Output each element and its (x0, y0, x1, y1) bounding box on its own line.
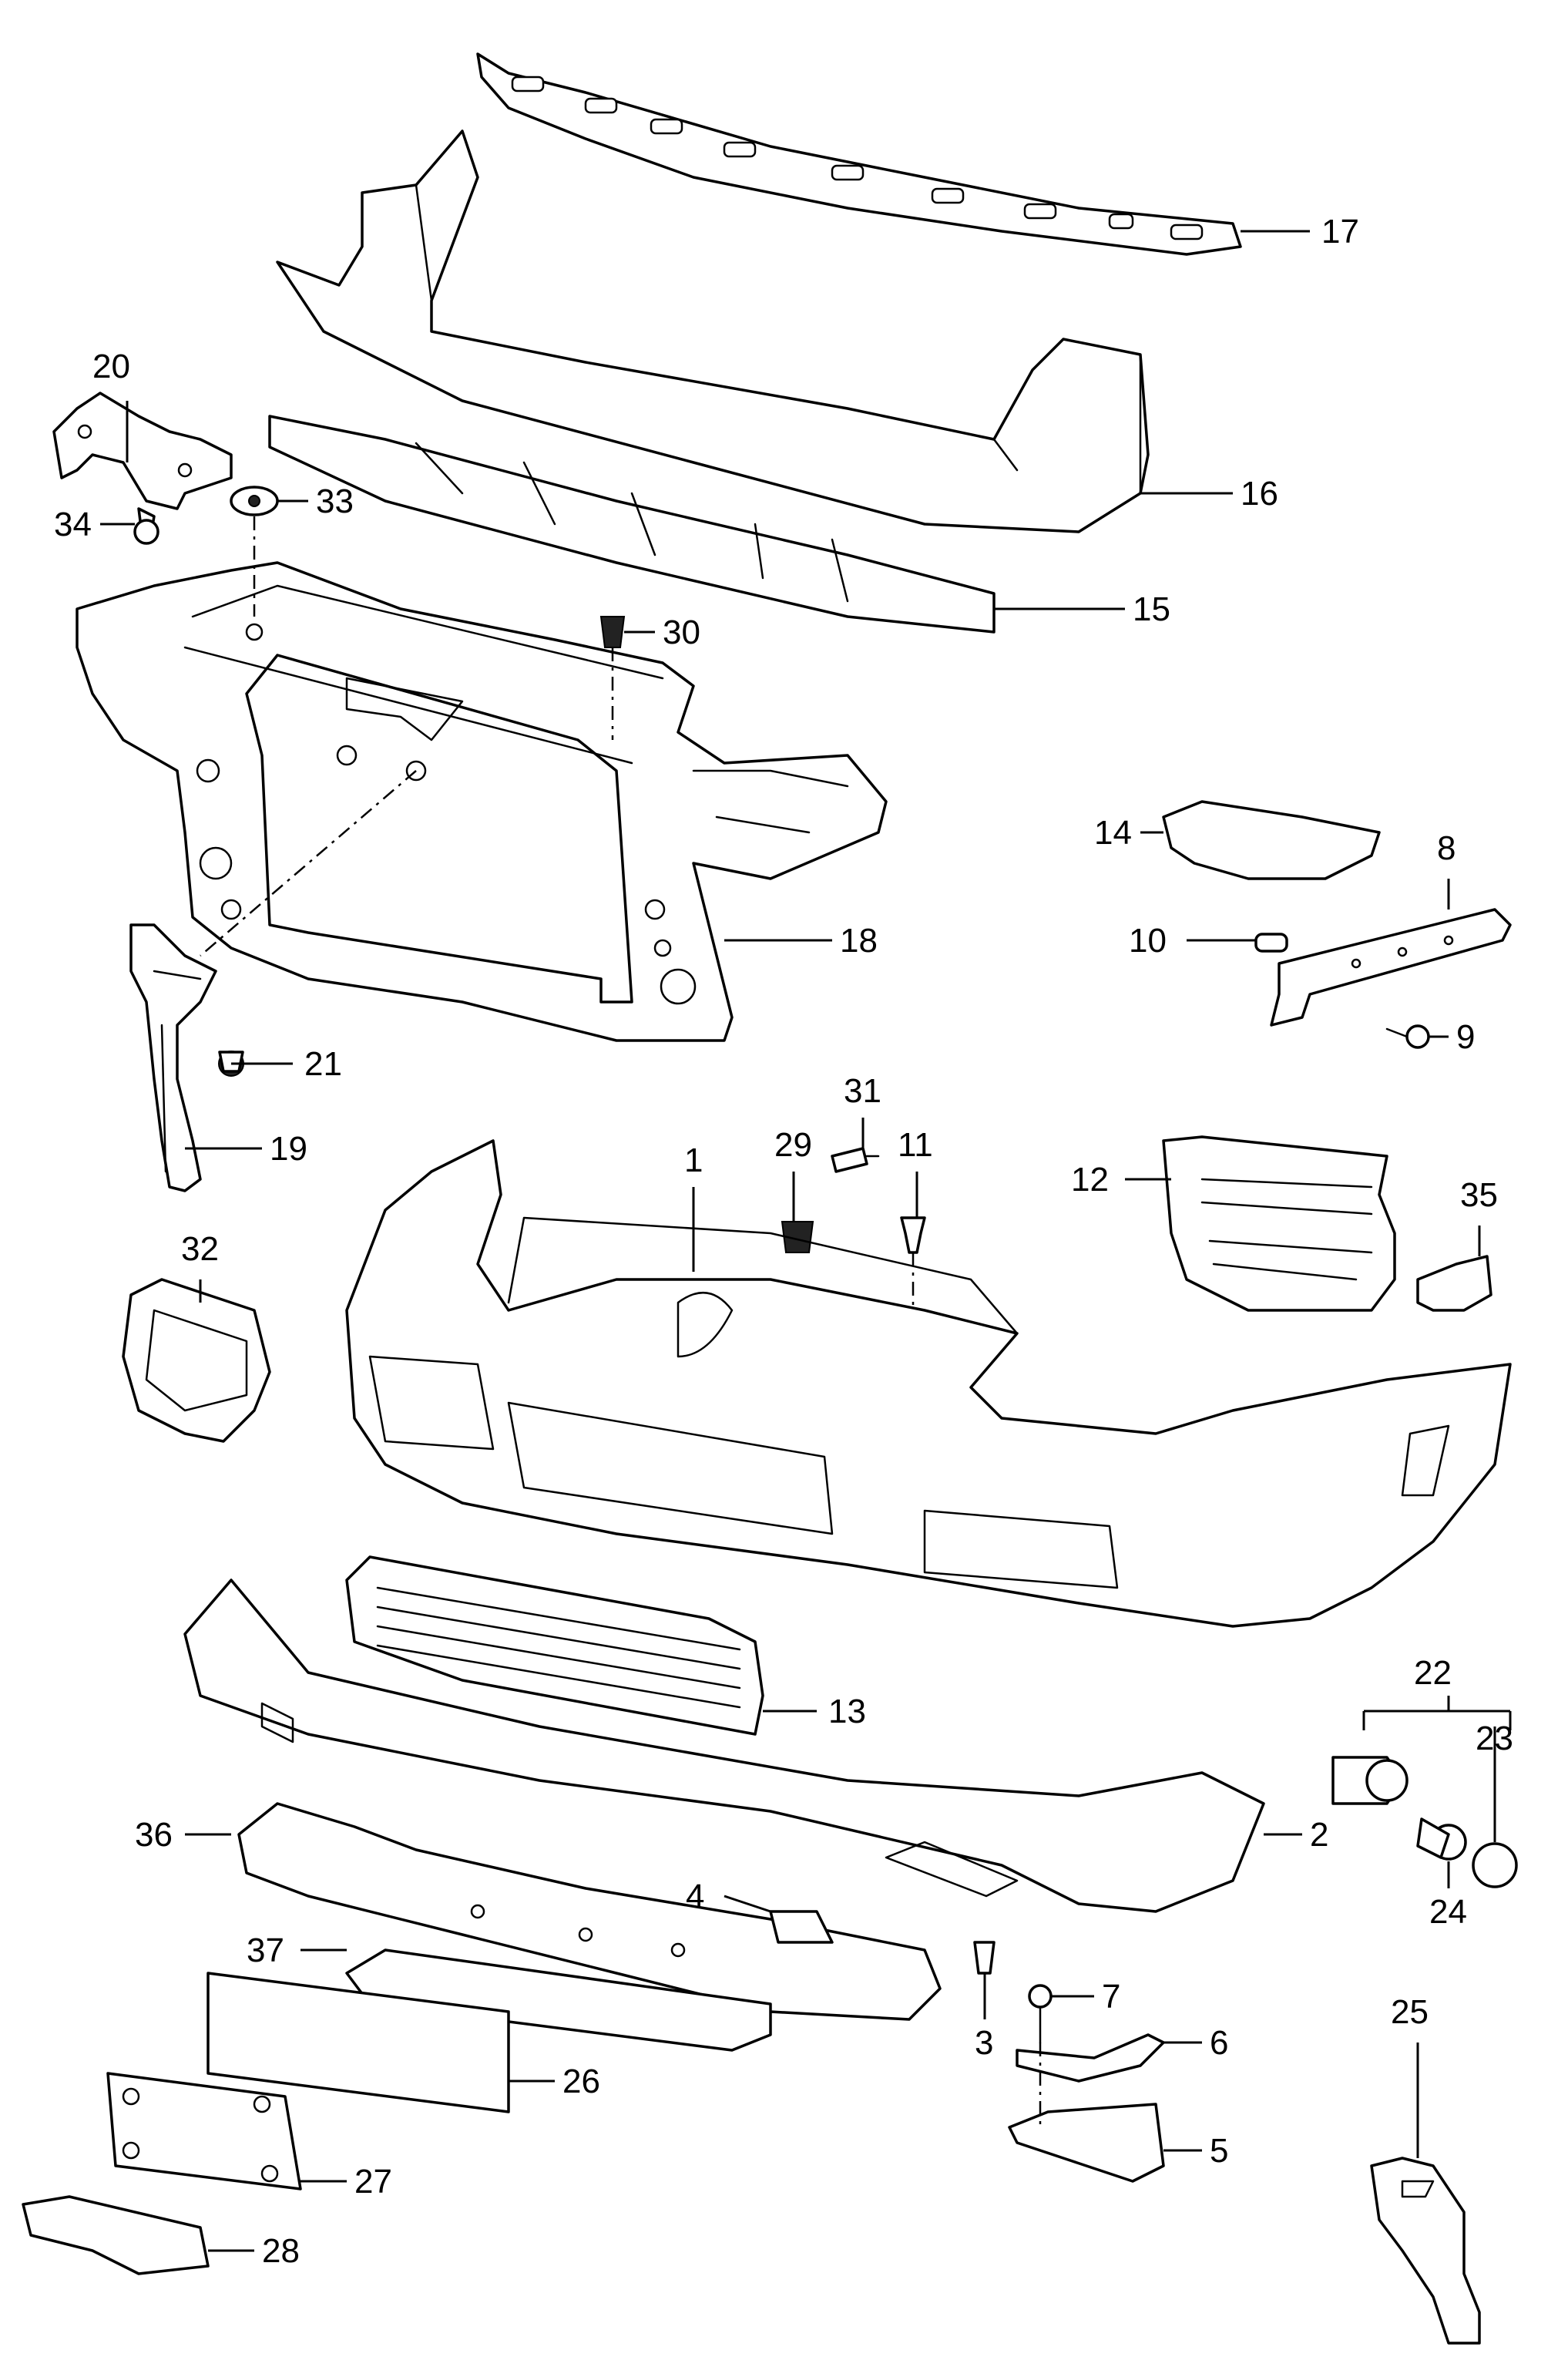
callout-36: 36 (135, 1816, 173, 1854)
part-20-bracket (52, 392, 233, 510)
callout-14: 14 (1094, 814, 1132, 852)
part-34-screw (133, 507, 159, 545)
part-31-fastener (831, 1147, 880, 1173)
part-16-bumper-carrier (276, 129, 1150, 533)
callout-37: 37 (247, 1932, 284, 1969)
part-9-screw (1385, 1024, 1430, 1049)
assembly-line-18-19 (200, 770, 417, 957)
part-6-bracket (1016, 2033, 1165, 2083)
callout-23: 23 (1476, 1720, 1513, 1757)
callout-19: 19 (270, 1130, 307, 1168)
part-22-sensor-group (1331, 1710, 1518, 1888)
leader-lines (100, 230, 1496, 2252)
part-8-rail (1270, 908, 1512, 1027)
callout-3: 3 (975, 2024, 993, 2062)
callout-18: 18 (840, 922, 878, 960)
callout-16: 16 (1241, 475, 1278, 513)
callout-4: 4 (686, 1878, 704, 1915)
part-2-lower-spoiler (183, 1579, 1265, 1913)
callout-9: 9 (1456, 1018, 1475, 1056)
callout-22: 22 (1414, 1654, 1452, 1692)
part-18-radiator-support (76, 561, 888, 1042)
callout-5: 5 (1210, 2132, 1228, 2170)
callout-8: 8 (1437, 829, 1456, 867)
callout-24: 24 (1429, 1893, 1467, 1931)
part-36-under-panel (237, 1802, 942, 2021)
callout-1: 1 (684, 1141, 703, 1179)
callout-26: 26 (562, 2063, 600, 2100)
callout-29: 29 (774, 1126, 812, 1164)
part-14-cover (1162, 800, 1381, 880)
callout-28: 28 (262, 2232, 300, 2270)
part-35-bracket (1416, 1255, 1492, 1312)
part-26-plate-base (206, 1972, 510, 2113)
callout-11: 11 (898, 1126, 933, 1164)
callout-15: 15 (1133, 590, 1170, 628)
part-13-lower-grille (345, 1555, 764, 1736)
part-28-strip (22, 2195, 210, 2275)
callout-13: 13 (828, 1693, 866, 1730)
part-25-duct (1370, 2157, 1481, 2345)
callout-17: 17 (1321, 213, 1359, 250)
callout-2: 2 (1310, 1816, 1328, 1854)
part-11-screw (900, 1216, 926, 1254)
part-29-clip (781, 1221, 814, 1253)
callout-10: 10 (1129, 922, 1167, 960)
part-15-lower-strip (268, 415, 996, 634)
part-5-corner (1008, 2103, 1165, 2183)
part-17-upper-strip (476, 52, 1242, 256)
part-27-plate-holder (106, 2072, 302, 2190)
callout-6: 6 (1210, 2024, 1228, 2062)
callout-33: 33 (316, 482, 354, 520)
callout-32: 32 (181, 1230, 219, 1268)
part-3-screw (973, 1941, 996, 1975)
callout-27: 27 (354, 2163, 392, 2201)
callout-31: 31 (844, 1072, 881, 1110)
callout-30: 30 (663, 614, 700, 651)
part-1-bumper-cover (345, 1139, 1512, 1628)
part-33-nut (230, 486, 279, 516)
callout-20: 20 (92, 348, 130, 385)
part-30-clip (599, 616, 626, 648)
callout-35: 35 (1460, 1176, 1498, 1214)
part-7-screw (1028, 1984, 1053, 2044)
part-32-frame (122, 1278, 271, 1443)
callout-25: 25 (1391, 1993, 1429, 2031)
callout-21: 21 (304, 1045, 342, 1083)
callout-labels: 17 16 15 20 34 33 30 18 21 19 14 8 10 9 … (54, 213, 1513, 2270)
part-19-side-bracket (129, 923, 217, 1192)
callout-12: 12 (1071, 1161, 1109, 1199)
part-4-tab (769, 1910, 834, 1944)
callout-34: 34 (54, 506, 92, 543)
part-10-pin (1254, 933, 1288, 953)
part-12-grille (1162, 1135, 1396, 1312)
callout-7: 7 (1102, 1978, 1120, 2016)
